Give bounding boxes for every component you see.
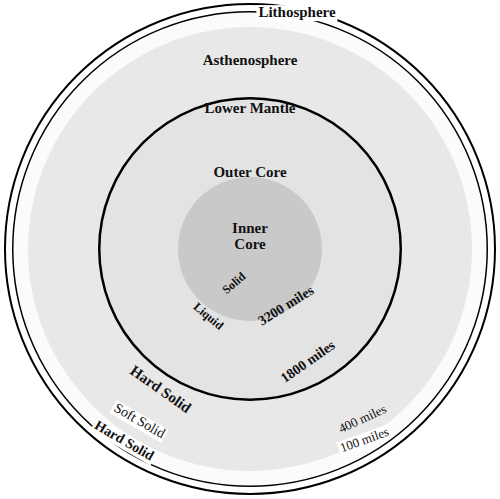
lithosphere-ring: LithosphereAsthenosphereLower MantleOute… (4, 3, 496, 495)
layer-circle (13, 12, 488, 487)
layer-circle (5, 4, 495, 494)
layer-circle (99, 98, 401, 400)
layer-name: Inner Core (219, 221, 281, 253)
asthenosphere-ring: AsthenosphereLower MantleOuter CoreInner… (12, 11, 488, 487)
lower-mantle-ring: Lower MantleOuter CoreInner Core (28, 27, 472, 471)
layer-name: Lithosphere (256, 5, 337, 21)
layer-name: Outer Core (213, 165, 286, 181)
layer-circle (28, 27, 472, 471)
layer-name: Asthenosphere (203, 53, 298, 69)
layer-name: Lower Mantle (205, 101, 296, 117)
outer-core-circle: Outer CoreInner Core (98, 97, 402, 401)
